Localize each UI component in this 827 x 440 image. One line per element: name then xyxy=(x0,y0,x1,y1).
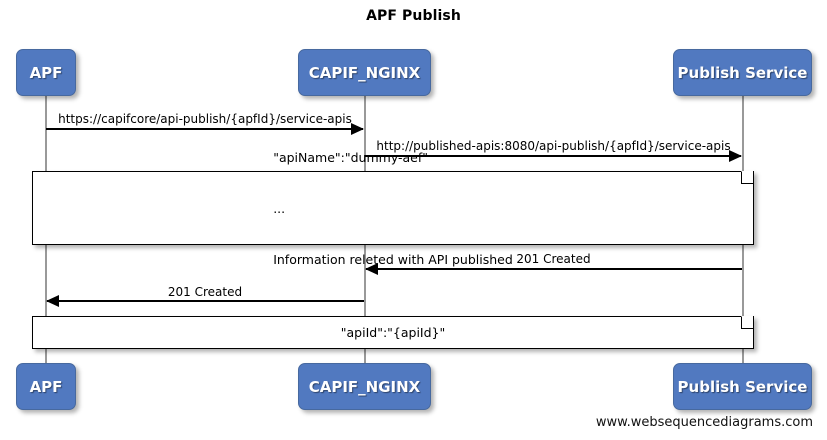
participant-publish-service-bottom[interactable]: Publish Service xyxy=(673,363,812,410)
participant-capif-nginx-bottom[interactable]: CAPIF_NGINX xyxy=(298,363,431,410)
participant-apf-bottom-label: APF xyxy=(29,377,63,396)
message-3-label: 201 Created xyxy=(516,252,591,266)
message-1-arrow xyxy=(46,123,364,135)
note-line: Information releted with API published xyxy=(273,251,513,267)
participant-capif-nginx-top-label: CAPIF_NGINX xyxy=(308,63,421,82)
participant-publish-service-bottom-label: Publish Service xyxy=(677,377,808,396)
message-1-label: https://capifcore/api-publish/{apfId}/se… xyxy=(58,112,352,126)
note-request-payload: "apiName":"dummy-aef" ... Information re… xyxy=(32,150,754,267)
message-2-label: http://published-apis:8080/api-publish/{… xyxy=(376,139,731,153)
page-title: APF Publish xyxy=(366,8,461,24)
note-line: "apiName":"dummy-aef" xyxy=(273,149,429,165)
note-request-payload-text: "apiName":"dummy-aef" ... Information re… xyxy=(273,115,513,302)
note-fold-corner-icon xyxy=(741,171,753,184)
participant-apf-bottom[interactable]: APF xyxy=(16,363,76,410)
note-line: ... xyxy=(273,200,286,216)
participant-capif-nginx-top[interactable]: CAPIF_NGINX xyxy=(298,49,431,96)
note-line: "apiId":"{apiId}" xyxy=(340,325,446,340)
participant-apf-top[interactable]: APF xyxy=(16,49,76,96)
note-fold-corner-icon xyxy=(741,316,753,329)
message-3-arrow xyxy=(365,263,742,275)
watermark: www.websequencediagrams.com xyxy=(595,415,813,430)
participant-publish-service-top[interactable]: Publish Service xyxy=(673,49,812,96)
participant-publish-service-top-label: Publish Service xyxy=(677,63,808,82)
message-2-arrow xyxy=(365,150,742,162)
note-response-payload: "apiId":"{apiId}" xyxy=(32,316,754,349)
participant-apf-top-label: APF xyxy=(29,63,63,82)
message-4-label: 201 Created xyxy=(167,285,243,299)
message-4-arrow xyxy=(46,295,364,307)
participant-capif-nginx-bottom-label: CAPIF_NGINX xyxy=(308,377,421,396)
note-response-payload-text: "apiId":"{apiId}" xyxy=(341,290,446,375)
